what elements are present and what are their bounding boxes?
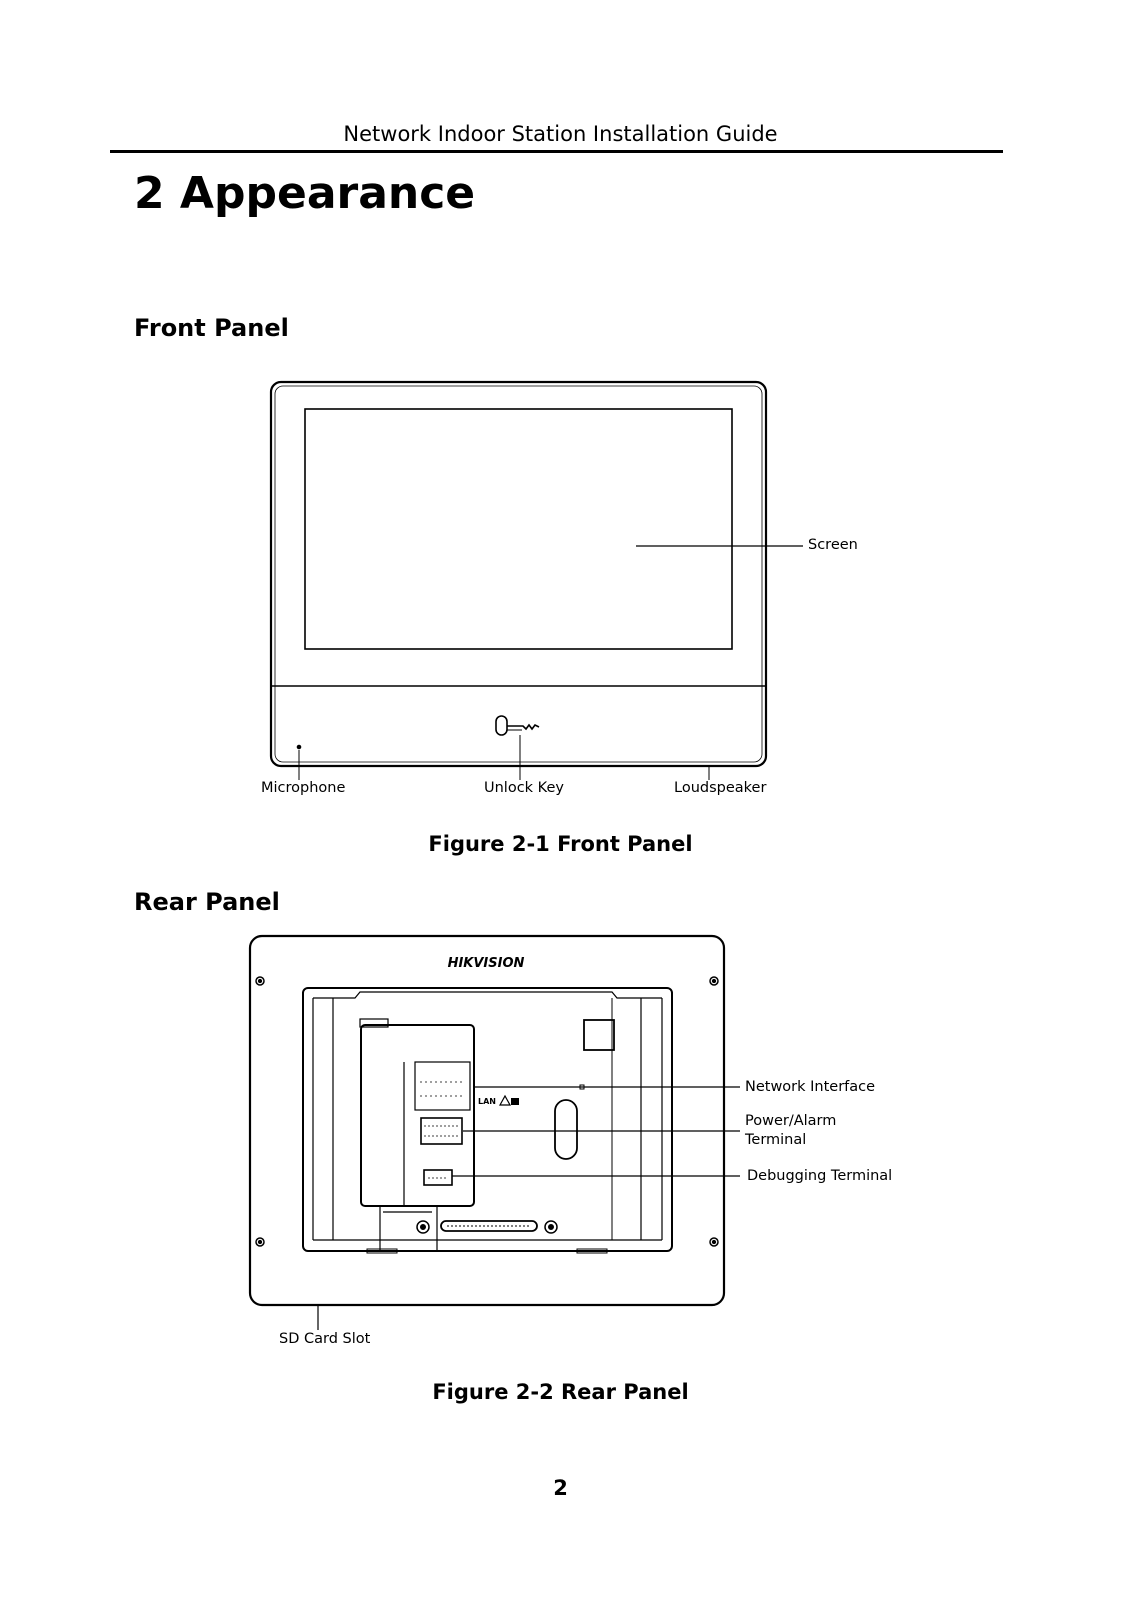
mounting-frame — [302, 987, 673, 1252]
debugging-terminal-label: Debugging Terminal — [747, 1168, 893, 1184]
front-panel-caption: Figure 2-1 Front Panel — [428, 832, 693, 856]
unlock-key-icon — [495, 715, 540, 736]
network-interface-label: Network Interface — [745, 1079, 876, 1095]
sd-card-connector — [440, 1220, 538, 1232]
terminal-box — [360, 1024, 475, 1207]
microphone-label: Microphone — [261, 780, 346, 796]
screen — [304, 408, 733, 650]
front-panel-heading: Front Panel — [134, 314, 289, 342]
front-device-outline — [269, 380, 768, 768]
corner-screws — [255, 976, 719, 1247]
rear-panel-diagram: LAN — [248, 934, 740, 1330]
front-device-inner-edge — [274, 385, 763, 763]
network-interface-port — [414, 1061, 471, 1111]
running-header: Network Indoor Station Installation Guid… — [343, 122, 778, 146]
screen-label: Screen — [808, 537, 858, 553]
chapter-title: 2 Appearance — [134, 168, 476, 219]
debugging-terminal-port — [423, 1169, 453, 1186]
rear-device-outline — [248, 934, 726, 1307]
power-alarm-label-line2: Terminal — [745, 1132, 807, 1148]
oval-slot — [554, 1099, 578, 1160]
loudspeaker-label: Loudspeaker — [674, 780, 767, 796]
rear-panel-caption: Figure 2-2 Rear Panel — [432, 1380, 689, 1404]
front-panel-diagram — [269, 380, 803, 780]
hikvision-logo: HIKVISION — [448, 956, 525, 971]
power-alarm-label-line1: Power/Alarm — [745, 1113, 837, 1129]
sd-card-slot-label: SD Card Slot — [279, 1331, 371, 1347]
lan-mark: LAN — [478, 1097, 496, 1106]
unlock-key-label: Unlock Key — [484, 780, 564, 796]
page-number: 2 — [553, 1476, 568, 1500]
microphone-hole — [296, 744, 302, 750]
power-alarm-terminal-block — [420, 1117, 463, 1145]
square-cutout — [583, 1019, 615, 1051]
rear-panel-heading: Rear Panel — [134, 888, 280, 916]
header-divider — [110, 150, 1003, 153]
